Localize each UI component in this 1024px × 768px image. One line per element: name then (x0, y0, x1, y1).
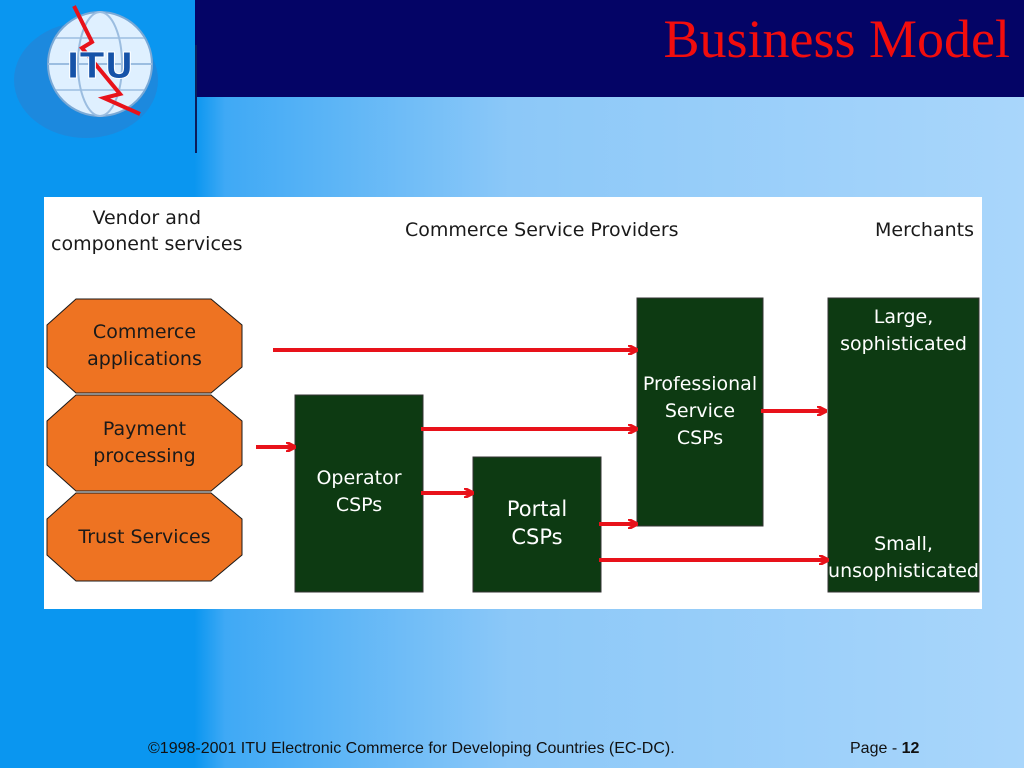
portal-csps-label: Portal CSPs (506, 497, 568, 549)
vendor-service-label: Trust Services (78, 525, 211, 548)
merchant-large-label: Large, sophisticated (840, 306, 967, 355)
column-heading-vendor: Vendor and component services (51, 207, 243, 255)
slide-title: Business Model (663, 9, 1010, 69)
page-indicator: Page - 12 (850, 740, 919, 758)
logo-divider (195, 45, 197, 153)
footer-copyright: ©1998-2001 ITU Electronic Commerce for D… (148, 740, 675, 757)
octagon-trust-services (46, 492, 243, 582)
box-merchants (827, 297, 980, 593)
merchant-small-label: Small, unsophisticated (828, 533, 979, 582)
vendor-service-label: Commerce applications (87, 321, 202, 370)
page-label: Page - (850, 740, 898, 757)
box-portal-csps (472, 456, 602, 593)
box-professional-csps (636, 297, 764, 527)
professional-csps-label: Professional Service CSPs (642, 372, 758, 449)
vendor-service-label: Payment processing (93, 418, 196, 467)
page-number: 12 (901, 740, 920, 757)
octagon-commerce-applications (46, 298, 243, 394)
box-operator-csps (294, 394, 424, 593)
business-model-diagram: Vendor and component services Commerce S… (44, 197, 982, 609)
column-heading-csp: Commerce Service Providers (405, 219, 679, 241)
operator-csps-label: Operator CSPs (316, 467, 402, 516)
logo-text: ITU (66, 46, 133, 87)
itu-logo: ITU (14, 5, 158, 138)
octagon-payment-processing (46, 394, 243, 492)
column-heading-merchants: Merchants (875, 219, 974, 241)
